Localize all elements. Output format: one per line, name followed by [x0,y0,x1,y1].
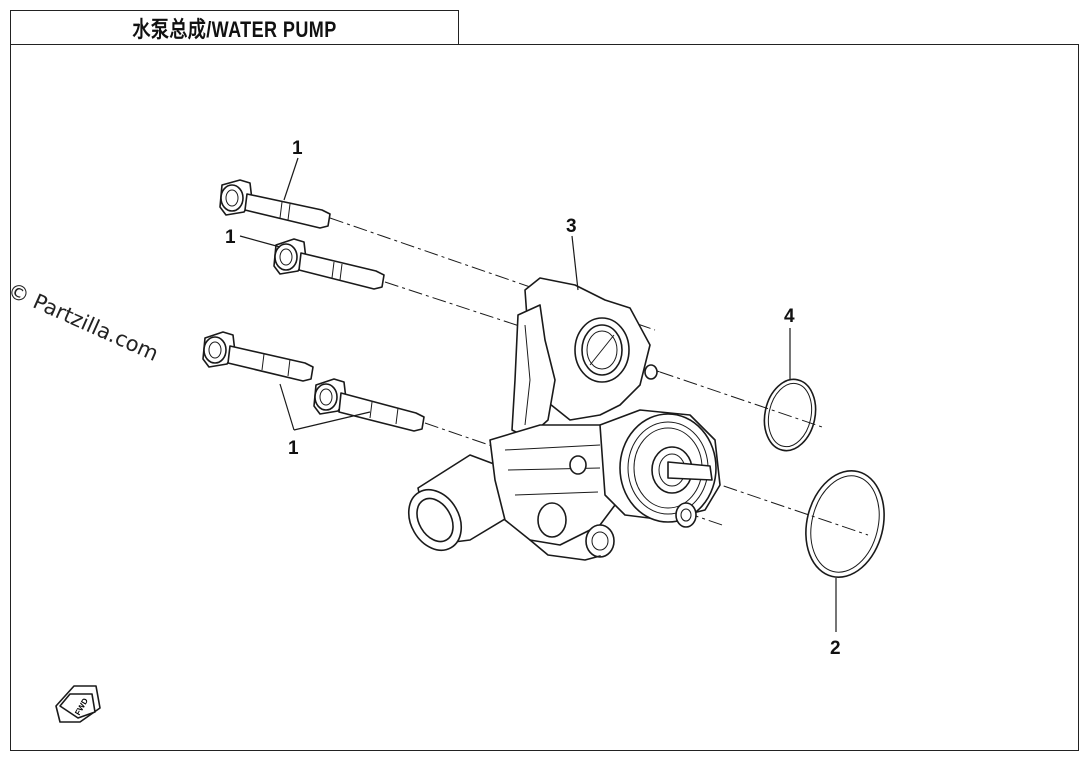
callout-bolt-top: 1 [292,138,303,159]
large-o-ring[interactable] [795,462,895,585]
bolt-second[interactable] [273,238,385,290]
bolt-fourth[interactable] [313,378,425,432]
fwd-arrow-icon: FWD [55,685,101,723]
callout-bolt-group: 1 [288,438,299,459]
drawing-frame [10,44,1079,751]
callout-bolt-second: 1 [225,227,236,248]
diagram-title: 水泵总成/WATER PUMP [132,16,337,42]
title-box: 水泵总成/WATER PUMP [10,10,459,45]
water-pump-housing[interactable] [398,277,721,561]
callout-small-o-ring: 4 [784,306,795,327]
leader-lines [239,157,837,632]
callout-housing: 3 [566,216,577,237]
callout-large-o-ring: 2 [830,638,841,659]
small-o-ring[interactable] [758,375,822,456]
bolt-third[interactable] [202,331,314,382]
bolt-top[interactable] [219,179,331,229]
